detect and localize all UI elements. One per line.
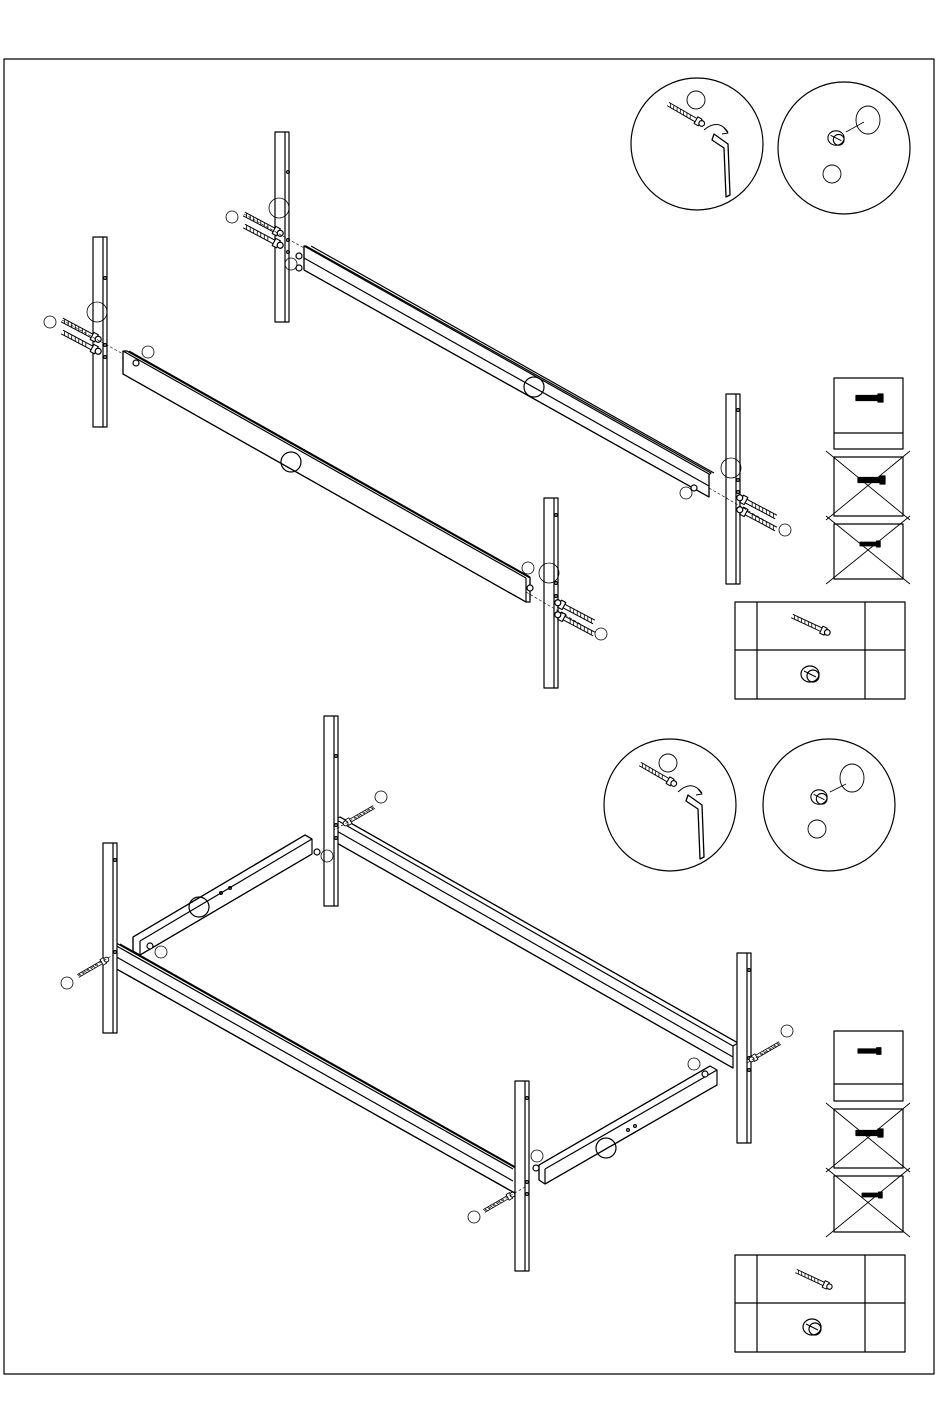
barrel-nut-detail-upper — [778, 82, 910, 214]
front-rail-lower — [113, 944, 519, 1193]
post-lower-front-left — [103, 843, 117, 1033]
correct-bolt-box — [834, 378, 903, 449]
upper-step — [44, 78, 910, 699]
correct-bolt-box — [834, 1031, 903, 1101]
post-upper-front-right — [544, 498, 558, 688]
post-lower-front-right — [515, 1081, 529, 1271]
hardware-table-upper — [735, 602, 905, 699]
lower-step — [61, 716, 910, 1352]
hardware-table-lower — [735, 1255, 905, 1352]
post-lower-back-left — [324, 716, 338, 906]
bolt-allen-key-detail-upper — [631, 78, 763, 210]
barrel-nut-detail-lower — [763, 739, 895, 871]
end-rail-right — [539, 1066, 717, 1184]
page-border — [4, 59, 934, 1374]
barrel-nut-icon — [803, 1319, 821, 1335]
bolt-size-check-upper — [826, 378, 910, 584]
back-rail-upper — [304, 246, 714, 497]
bolts-upper — [60, 210, 778, 637]
post-upper-front-left — [93, 237, 107, 427]
wrong-bolt-box — [834, 1176, 903, 1232]
end-rail-left — [133, 835, 312, 955]
post-upper-back-right — [726, 394, 740, 584]
bolt-allen-key-detail-lower — [604, 739, 736, 871]
wrong-bolt-box — [834, 524, 903, 579]
barrel-nut-icon — [801, 666, 819, 682]
label-circles-upper — [44, 198, 791, 640]
bolt-size-check-lower — [826, 1031, 910, 1237]
post-lower-back-right — [737, 953, 751, 1143]
front-rail-upper — [123, 351, 530, 602]
